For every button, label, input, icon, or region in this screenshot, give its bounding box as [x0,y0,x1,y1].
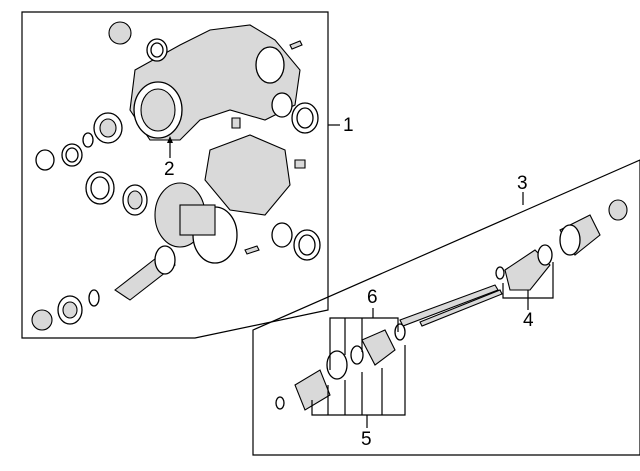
callout-1: 1 [343,115,354,136]
callout-leaders [311,262,554,428]
callout-4: 4 [523,310,534,331]
drive-axle [275,199,628,411]
pinion-gear [114,245,176,301]
callout-5: 5 [361,429,372,450]
callout-3: 3 [517,173,528,194]
axle-shaft-panel [252,159,640,456]
seals-and-bearings [31,21,321,331]
ring-gear [154,182,238,264]
rear-cover [204,134,291,216]
callout-2: 2 [164,159,175,180]
differential-assembly-panel [21,11,329,339]
callout-6: 6 [367,287,378,308]
differential-carrier [129,24,301,141]
